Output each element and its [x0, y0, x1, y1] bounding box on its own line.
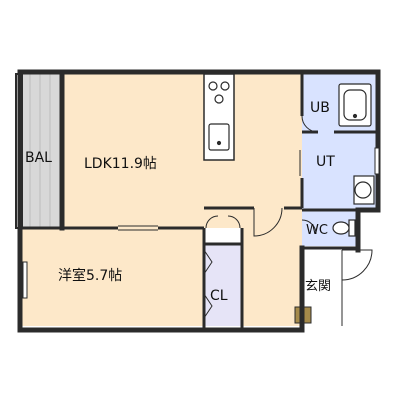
label-unit-bath: UB [310, 100, 330, 116]
label-entrance: 玄関 [305, 279, 331, 294]
interior-walls [20, 72, 378, 330]
toilet-icon [332, 219, 356, 237]
hall-floor [242, 208, 302, 326]
balcony-grid [29, 74, 51, 228]
washbasin-icon [353, 175, 375, 205]
door-swings [118, 115, 373, 326]
western-room-floor [22, 228, 204, 326]
ldk-floor [62, 74, 302, 228]
label-western-room: 洋室5.7帖 [58, 267, 122, 284]
bathtub-icon [338, 83, 372, 127]
closet-floor [204, 244, 242, 326]
sink-icon [208, 123, 230, 151]
label-utility: UT [316, 154, 335, 170]
windows [22, 147, 380, 299]
label-ldk: LDK11.9帖 [84, 156, 157, 172]
stove-icon [208, 81, 230, 104]
label-balcony: BAL [25, 150, 52, 166]
label-toilet: WC [306, 223, 328, 238]
label-closet: CL [210, 288, 228, 304]
